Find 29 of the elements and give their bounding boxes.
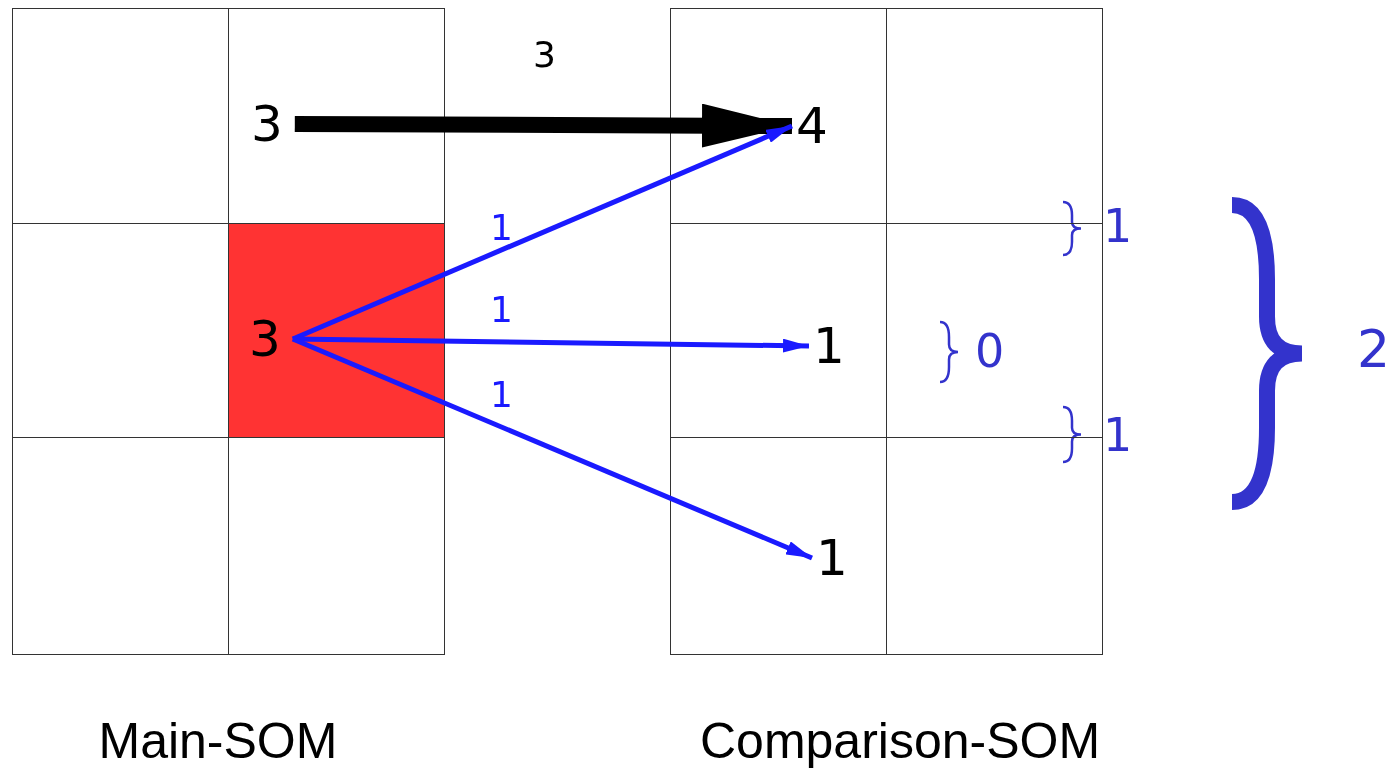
som-grid [12, 8, 445, 655]
cell-value: 3 [251, 99, 283, 149]
grid-cell [671, 9, 887, 224]
grid-cell [887, 224, 1103, 438]
brace-value: 2 [1357, 323, 1391, 375]
edge-label: 1 [490, 377, 513, 413]
brace-value: 1 [1103, 203, 1133, 249]
grid-cell [887, 438, 1103, 655]
arrow [291, 336, 813, 561]
brace-value: 0 [975, 328, 1005, 374]
grid-cell [13, 438, 229, 655]
cell-value: 1 [816, 533, 848, 583]
som-grid [670, 8, 1103, 655]
cell-value: 1 [813, 321, 845, 371]
edge-label: 1 [490, 210, 513, 246]
grid-cell [229, 438, 445, 655]
grid-cell [229, 224, 445, 438]
edge-label: 1 [490, 292, 513, 328]
cell-value: 4 [796, 101, 828, 151]
grid-cell [671, 438, 887, 655]
brace-value: 1 [1103, 412, 1133, 458]
grid-title: Comparison-SOM [700, 713, 1101, 769]
grid-title: Main-SOM [98, 713, 338, 769]
grid-cell [13, 9, 229, 224]
arrow [294, 103, 793, 148]
cell-value: 3 [249, 314, 281, 364]
edge-label: 3 [533, 37, 556, 73]
grid-cell [671, 224, 887, 438]
grid-cell [887, 9, 1103, 224]
